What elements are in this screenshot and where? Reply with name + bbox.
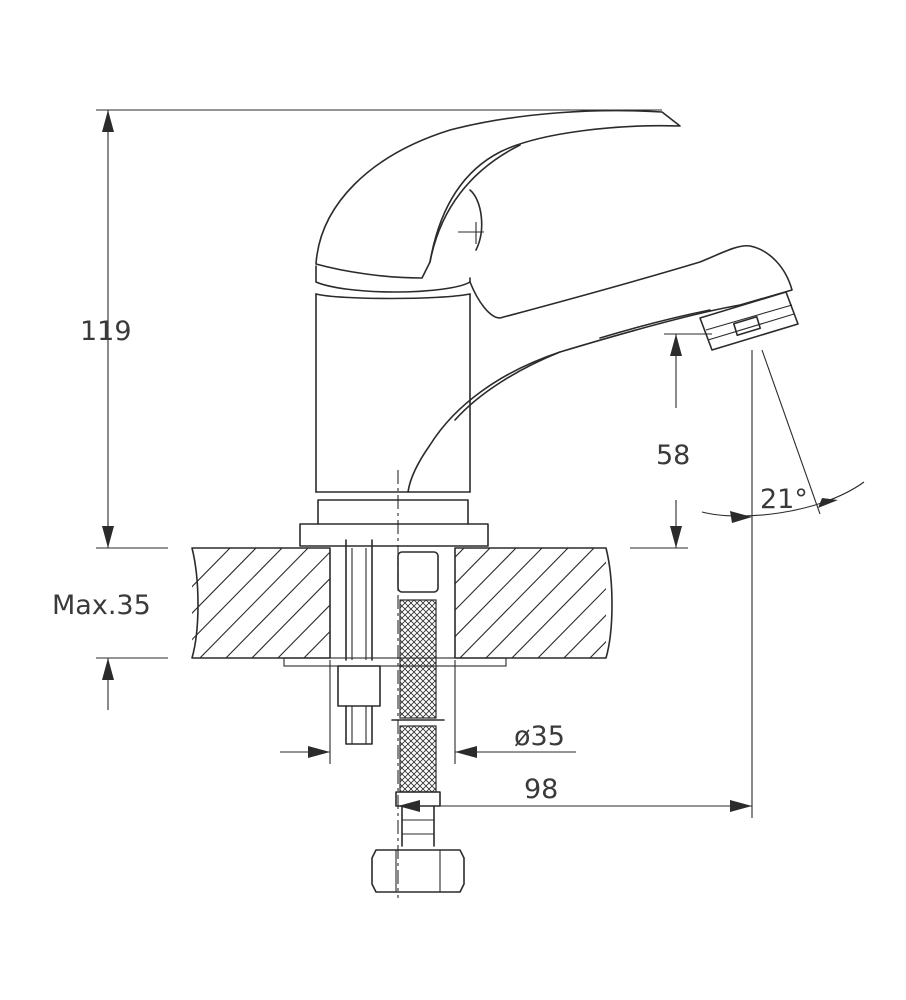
- hatch-line: [535, 548, 606, 658]
- hatch-line: [692, 546, 804, 660]
- hatch-line: [192, 548, 259, 658]
- hatch-line: [509, 548, 606, 658]
- hatch-line: [457, 548, 571, 658]
- dim-deck-label: Max.35: [52, 590, 151, 621]
- hatch-line: [192, 548, 233, 658]
- hose-nut: [371, 849, 465, 893]
- faucet-body: [299, 109, 799, 547]
- lever-handle: [315, 109, 681, 279]
- hatch-line: [223, 548, 337, 658]
- hatch-line: [718, 546, 830, 660]
- section-hatching: [192, 546, 830, 660]
- dim-projection-label: 98: [524, 774, 558, 805]
- dim-height-label: 119: [80, 316, 132, 347]
- spout: [407, 244, 793, 493]
- dimension-lines: [96, 109, 865, 818]
- body-cylinder: [315, 293, 471, 493]
- hatch-line: [192, 548, 285, 658]
- base-flange: [299, 523, 489, 547]
- hatch-line: [666, 546, 778, 660]
- hatch-line: [640, 546, 752, 660]
- hatch-line: [614, 546, 726, 660]
- dim-hole-label: ø35: [514, 721, 565, 752]
- countertop-section: [191, 546, 830, 667]
- hatch-line: [483, 548, 597, 658]
- aerator: [699, 291, 799, 351]
- dim-angle-label: 21°: [760, 484, 808, 515]
- dim-clearance-label: 58: [656, 440, 690, 471]
- flexible-hose: [371, 551, 465, 893]
- hatch-line: [561, 548, 606, 658]
- mounting-stud: [337, 539, 381, 745]
- hatch-line: [197, 548, 311, 658]
- handle-cap: [315, 265, 471, 293]
